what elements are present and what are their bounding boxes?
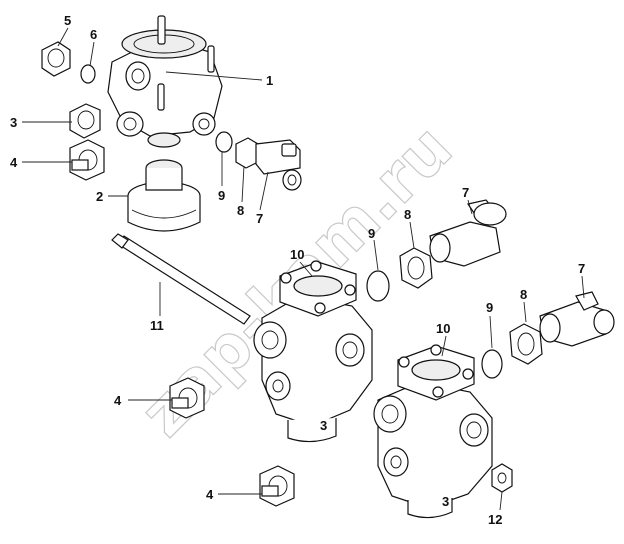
- callout-1: 1: [266, 73, 273, 88]
- callout-8-low: 8: [520, 287, 527, 302]
- callout-10-upper: 10: [290, 247, 304, 262]
- callout-4-top: 4: [10, 155, 18, 170]
- connector-4-top: [69, 139, 105, 181]
- nut-8-low: [509, 323, 543, 365]
- tee-fitting-7-low: [539, 291, 615, 347]
- tee-fitting-7-mid: [429, 199, 507, 267]
- leader-lines: [22, 27, 585, 511]
- callout-labels: 5 6 1 3 4 2 9 8 7 7 8 9 10 11 7 8 9 10 4…: [10, 13, 585, 527]
- valve-mark-3-lower: 3: [442, 494, 449, 509]
- relay-valve-lower: 3: [373, 344, 493, 519]
- callout-3: 3: [10, 115, 17, 130]
- rod-11: [111, 233, 251, 325]
- callout-10-lower: 10: [436, 321, 450, 336]
- callout-12: 12: [488, 512, 502, 527]
- o-ring-9-top: [215, 131, 233, 153]
- callout-9-low: 9: [486, 300, 493, 315]
- callout-8-top: 8: [237, 203, 244, 218]
- callout-7-low: 7: [578, 261, 585, 276]
- callout-4-low: 4: [206, 487, 214, 502]
- connector-4-mid: [169, 377, 205, 419]
- relay-valve-upper: 3: [253, 260, 373, 443]
- nut-12: [491, 463, 513, 493]
- plug-5: [41, 41, 71, 77]
- callout-6: 6: [90, 27, 97, 42]
- callout-11: 11: [150, 318, 164, 333]
- callout-9-top: 9: [218, 188, 225, 203]
- callout-7-top: 7: [256, 211, 263, 226]
- nut-8-top: [235, 137, 259, 169]
- nut-8-mid: [399, 247, 433, 289]
- callout-7-mid: 7: [462, 185, 469, 200]
- callout-8-mid: 8: [404, 207, 411, 222]
- fitting-3: [69, 103, 101, 139]
- o-ring-9-low: [481, 349, 503, 379]
- tee-fitting-7-top: [255, 139, 302, 191]
- callout-2: 2: [96, 189, 103, 204]
- callout-4-mid: 4: [114, 393, 122, 408]
- o-ring-6: [80, 64, 96, 84]
- callout-5: 5: [64, 13, 71, 28]
- pressure-regulator-valve: [107, 15, 223, 148]
- connector-4-low: [259, 465, 295, 507]
- callout-9-mid: 9: [368, 226, 375, 241]
- valve-mark-3-upper: 3: [320, 418, 327, 433]
- o-ring-9-mid: [366, 270, 390, 302]
- filter-cap-2: [127, 159, 201, 232]
